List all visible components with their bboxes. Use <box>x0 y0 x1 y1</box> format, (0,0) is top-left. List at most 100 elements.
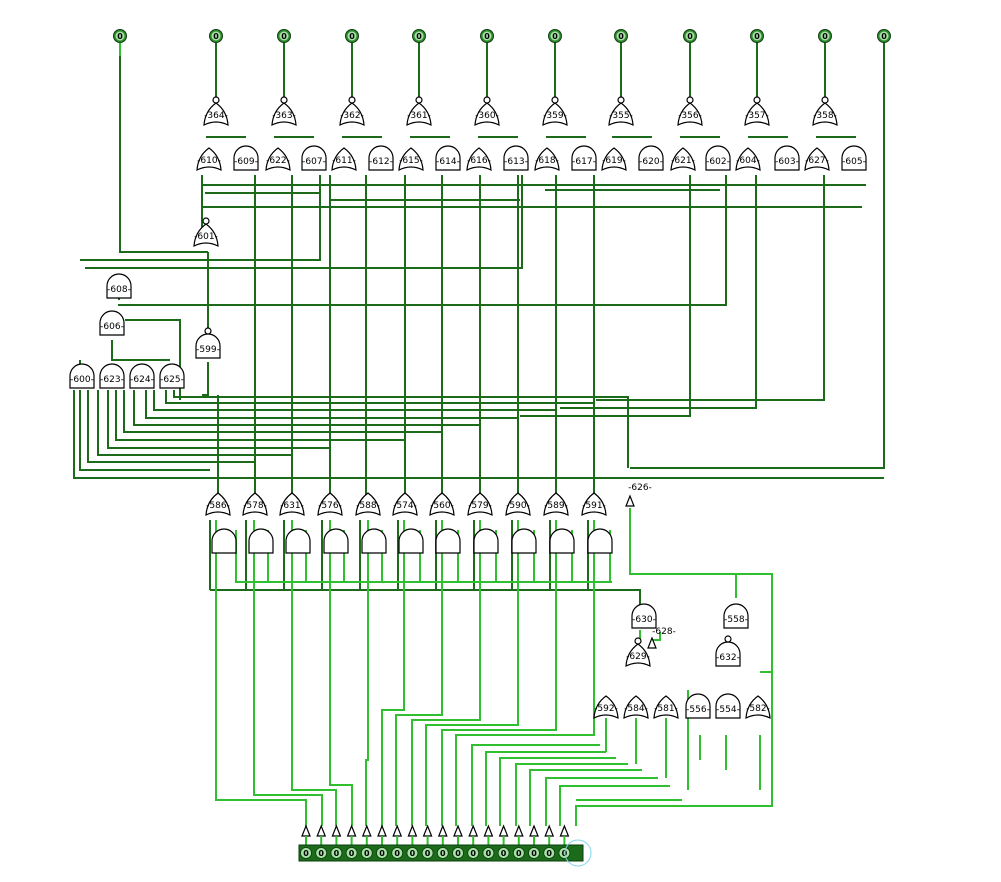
gate-631[interactable]: -631- <box>279 492 305 517</box>
buffer-628[interactable]: -628- <box>647 627 676 649</box>
gate-617[interactable]: -617- <box>571 145 597 171</box>
gate-600[interactable]: -600- <box>69 363 95 389</box>
gate-589[interactable]: -589- <box>543 492 569 517</box>
and-gate[interactable] <box>285 528 311 554</box>
gate-576[interactable]: -576- <box>317 492 343 517</box>
gate-581[interactable]: -581- <box>653 695 679 720</box>
output-pin[interactable]: 0 <box>482 847 495 859</box>
gate-586[interactable]: -586- <box>205 492 231 517</box>
output-pin[interactable]: 0 <box>467 847 480 859</box>
gate-627[interactable]: -627- <box>804 147 830 172</box>
output-pin[interactable]: 0 <box>543 847 556 859</box>
gate-612[interactable]: -612- <box>368 145 394 171</box>
and-gate[interactable] <box>323 528 349 554</box>
gate-579[interactable]: -579- <box>467 492 493 517</box>
gate-601[interactable]: -601- <box>193 217 219 248</box>
buffer-626[interactable]: -626- <box>625 483 652 507</box>
input-pin[interactable]: 0 <box>209 29 223 43</box>
output-pin[interactable]: 0 <box>512 847 525 859</box>
gate-591[interactable]: -591- <box>581 492 607 517</box>
gate-358[interactable]: -358- <box>812 96 838 127</box>
output-pin[interactable]: 0 <box>497 847 510 859</box>
input-pin[interactable]: 0 <box>277 29 291 43</box>
gate-556[interactable]: -556- <box>685 693 711 719</box>
gate-599[interactable]: -599- <box>195 327 221 359</box>
gate-619[interactable]: -619- <box>601 147 627 172</box>
input-pin[interactable]: 0 <box>480 29 494 43</box>
and-gate[interactable] <box>549 528 575 554</box>
output-pin[interactable]: 0 <box>391 847 404 859</box>
gate-623[interactable]: -623- <box>99 363 125 389</box>
output-pin[interactable]: 0 <box>315 847 328 859</box>
and-gate[interactable] <box>435 528 461 554</box>
gate-364[interactable]: -364- <box>203 96 229 127</box>
gate-592[interactable]: -592- <box>593 695 619 720</box>
input-pin[interactable]: 0 <box>683 29 697 43</box>
and-gate[interactable] <box>248 528 274 554</box>
gate-590[interactable]: -590- <box>505 492 531 517</box>
gate-630[interactable]: -630- <box>631 603 657 629</box>
output-pin[interactable]: 0 <box>528 847 540 859</box>
gate-584[interactable]: -584- <box>623 695 649 720</box>
gate-560[interactable]: -560- <box>429 492 455 517</box>
gate-357[interactable]: -357- <box>744 96 770 127</box>
gate-604[interactable]: -604- <box>735 147 761 172</box>
output-pin[interactable]: 0 <box>376 847 388 859</box>
gate-620[interactable]: -620- <box>638 145 664 171</box>
output-pin[interactable]: 0 <box>421 847 434 859</box>
input-pin[interactable]: 0 <box>412 29 426 43</box>
output-pin[interactable]: 0 <box>360 847 373 859</box>
gate-607[interactable]: -607- <box>301 145 327 171</box>
gate-602[interactable]: -602- <box>705 145 731 171</box>
input-pin[interactable]: 0 <box>113 29 127 43</box>
gate-611[interactable]: -611- <box>331 147 357 172</box>
input-pin[interactable]: 0 <box>614 29 628 43</box>
gate-361[interactable]: -361- <box>406 96 432 127</box>
output-pin[interactable]: 0 <box>300 847 312 859</box>
gate-606[interactable]: -606- <box>99 310 125 336</box>
input-pin[interactable]: 0 <box>750 29 764 43</box>
and-gate[interactable] <box>511 528 537 554</box>
gate-362[interactable]: -362- <box>339 96 365 127</box>
gate-360[interactable]: -360- <box>474 96 500 127</box>
gate-355[interactable]: -355- <box>608 96 634 127</box>
gate-622[interactable]: -622- <box>265 147 291 172</box>
gate-629[interactable]: -629- <box>625 637 651 668</box>
input-pin[interactable]: 0 <box>345 29 359 43</box>
gate-578[interactable]: -578- <box>242 492 268 517</box>
output-pin[interactable]: 0 <box>436 847 449 859</box>
gate-363[interactable]: -363- <box>271 96 297 127</box>
gate-624[interactable]: -624- <box>129 363 155 389</box>
gate-359[interactable]: -359- <box>542 96 568 127</box>
and-gate[interactable] <box>361 528 387 554</box>
output-pin[interactable]: 0 <box>452 847 464 859</box>
gate-356[interactable]: -356- <box>677 96 703 127</box>
gate-618[interactable]: -618- <box>534 147 560 172</box>
gate-554[interactable]: -554- <box>715 693 741 719</box>
and-gate[interactable] <box>211 528 237 554</box>
gate-605[interactable]: -605- <box>841 145 867 171</box>
and-gate[interactable] <box>473 528 499 554</box>
gate-616[interactable]: -616- <box>466 147 492 172</box>
gate-625[interactable]: -625- <box>159 363 185 389</box>
gate-610[interactable]: -610- <box>196 147 222 172</box>
gate-608[interactable]: -608- <box>106 273 132 299</box>
gate-588[interactable]: -588- <box>355 492 381 517</box>
and-gate[interactable] <box>587 528 613 554</box>
input-pin[interactable]: 0 <box>548 29 562 43</box>
input-pin[interactable]: 0 <box>877 29 891 43</box>
output-pin[interactable]: 0 <box>558 847 571 859</box>
gate-582[interactable]: -582- <box>745 695 771 720</box>
output-pin[interactable]: 0 <box>330 847 343 859</box>
gate-609[interactable]: -609- <box>233 145 259 171</box>
gate-614[interactable]: -614- <box>435 145 461 171</box>
gate-603[interactable]: -603- <box>774 145 800 171</box>
and-gate[interactable] <box>398 528 424 554</box>
output-pin[interactable]: 0 <box>345 847 358 859</box>
input-pin[interactable]: 0 <box>818 29 832 43</box>
gate-615[interactable]: -615- <box>398 147 424 172</box>
gate-621[interactable]: -621- <box>670 147 696 172</box>
gate-574[interactable]: -574- <box>392 492 418 517</box>
gate-558[interactable]: -558- <box>723 603 749 629</box>
gate-613[interactable]: -613- <box>503 145 529 171</box>
